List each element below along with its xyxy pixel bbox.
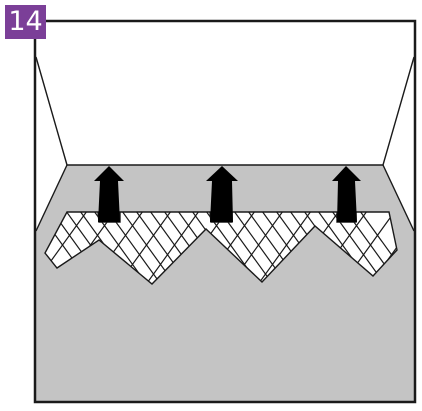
frame-border [33, 19, 417, 404]
step-number: 14 [8, 6, 43, 37]
direction-arrows [94, 166, 361, 222]
up-arrow-icon [94, 166, 124, 222]
up-arrow-icon [206, 166, 238, 222]
up-arrow-icon [332, 166, 361, 222]
step-number-badge: 14 [5, 5, 46, 39]
wall-edges [35, 56, 415, 232]
